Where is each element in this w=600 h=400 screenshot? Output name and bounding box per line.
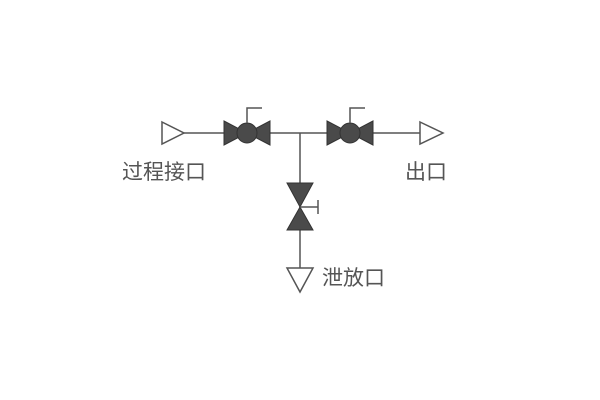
outlet-arrow-icon bbox=[419, 120, 445, 146]
vent-needle-valve-icon bbox=[286, 182, 319, 231]
vent-label: 泄放口 bbox=[322, 266, 385, 290]
outlet-ball-valve-icon bbox=[326, 107, 374, 146]
inlet-ball-valve-icon bbox=[223, 107, 271, 146]
outlet-label: 出口 bbox=[405, 160, 447, 184]
vent-arrow-icon bbox=[285, 267, 315, 294]
inlet-label: 过程接口 bbox=[122, 160, 206, 184]
inlet-arrow-icon bbox=[161, 120, 186, 146]
